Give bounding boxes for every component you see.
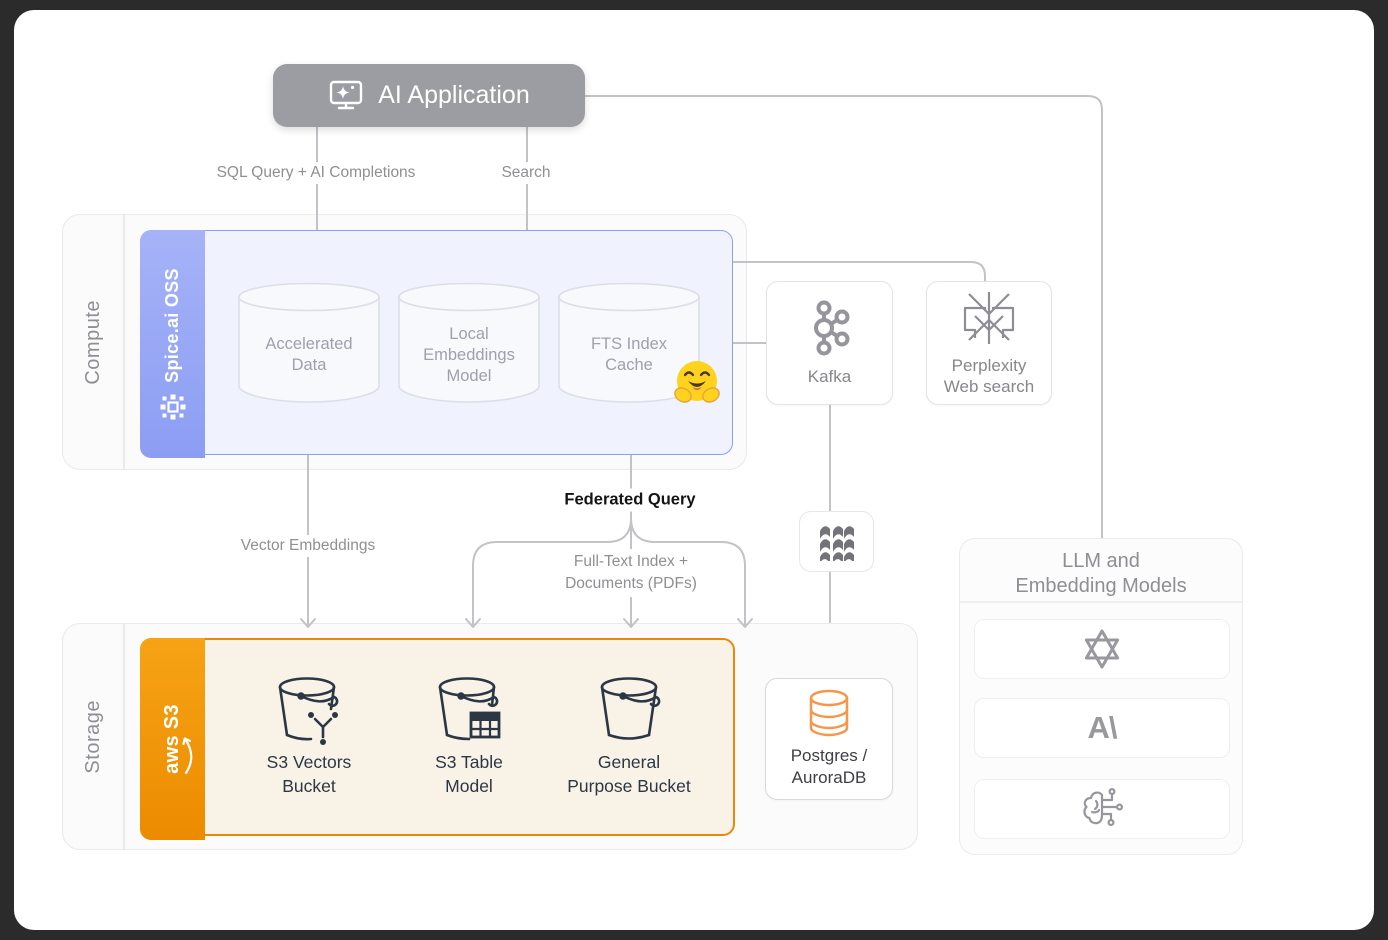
- s3-vectors-bucket-label: S3 Vectors Bucket: [267, 750, 352, 798]
- cylinder-label: Accelerated: [265, 335, 353, 353]
- wavy-tiles-node: [799, 511, 874, 572]
- llm-item-openai: [974, 619, 1230, 679]
- compute-group-label: Compute: [81, 299, 104, 385]
- edge-label-sql: SQL Query + AI Completions: [209, 162, 423, 184]
- kafka-node: Kafka: [766, 281, 893, 405]
- perplexity-label-line2: Web search: [943, 376, 1035, 396]
- bucket-label-line1: S3 Table: [435, 752, 503, 772]
- hugging-face-emoji: [674, 361, 720, 403]
- edge-label-search: Search: [494, 162, 558, 184]
- wavy-tiles-icon: [819, 525, 854, 561]
- bucket-table-icon: [438, 677, 501, 741]
- postgres-label: Postgres / AuroraDB: [791, 745, 868, 789]
- cylinder-label: Data: [291, 356, 327, 374]
- kafka-icon: [813, 300, 849, 356]
- perplexity-label-line1: Perplexity: [951, 355, 1027, 375]
- general-purpose-bucket-label: General Purpose Bucket: [567, 750, 691, 798]
- llm-panel-title: LLM and Embedding Models: [960, 549, 1242, 599]
- storage-group-label: Storage: [81, 699, 104, 774]
- edge-label-fulltext-line2: Documents (PDFs): [565, 575, 697, 592]
- aws-s3-strip: aws S3: [140, 638, 205, 840]
- edge-label-vector-embeddings: Vector Embeddings: [233, 535, 383, 557]
- spice-ai-oss-label: Spice.ai OSS: [161, 267, 182, 383]
- s3-vectors-bucket: S3 Vectors Bucket: [239, 672, 379, 798]
- postgres-node: Postgres / AuroraDB: [765, 678, 893, 800]
- ai-application-node: AI Application: [273, 64, 585, 127]
- bucket-label-line2: Model: [445, 776, 493, 796]
- edge-label-fulltext: Full-Text Index + Documents (PDFs): [558, 549, 704, 597]
- llm-title-line2: Embedding Models: [1015, 575, 1187, 597]
- bucket-label-line1: General: [597, 752, 661, 772]
- spice-strip: Spice.ai OSS: [139, 229, 205, 458]
- bucket-vectors-icon: [278, 677, 339, 745]
- cylinder-label: Cache: [605, 356, 653, 374]
- openai-icon: [1084, 629, 1120, 669]
- llm-item-other-models: [974, 779, 1230, 839]
- postgres-label-line1: Postgres /: [790, 746, 868, 765]
- cylinder-shape: [238, 282, 380, 403]
- kafka-label: Kafka: [807, 367, 852, 386]
- brain-circuit-icon: [1083, 788, 1124, 827]
- perplexity-label: Perplexity Web search: [944, 355, 1034, 397]
- llm-models-panel: LLM and Embedding Models A\: [959, 538, 1243, 855]
- bucket-icon: [600, 677, 661, 740]
- compute-label-column: Compute: [63, 215, 123, 469]
- cylinder-shape: [558, 282, 700, 403]
- llm-panel-divider: [960, 601, 1242, 603]
- postgres-db-icon: [809, 689, 849, 737]
- spice-pinwheel-icon: [159, 393, 185, 419]
- aws-smile-swoosh-icon: [182, 737, 193, 774]
- accelerated-data-cylinder: Accelerated Data: [237, 280, 381, 406]
- anthropic-icon: A\: [1087, 710, 1118, 745]
- aws-s3-label: aws S3: [161, 704, 193, 774]
- general-purpose-bucket: General Purpose Bucket: [559, 672, 699, 798]
- perplexity-icon: [963, 291, 1015, 344]
- edge-label-federated-query: Federated Query: [557, 488, 703, 512]
- aws-s3-label-text: aws S3: [161, 704, 183, 774]
- s3-table-bucket: S3 Table Model: [399, 672, 539, 798]
- cylinder-shape: [398, 282, 540, 403]
- storage-label-column: Storage: [63, 624, 123, 849]
- local-embeddings-cylinder: Local Embeddings Model: [397, 280, 541, 406]
- fts-index-cache-cylinder: FTS Index Cache: [557, 280, 701, 406]
- ai-application-label: AI Application: [378, 81, 530, 109]
- cylinder-label: FTS Index: [590, 335, 668, 353]
- perplexity-node: Perplexity Web search: [926, 281, 1052, 405]
- edge-label-fulltext-line1: Full-Text Index +: [573, 553, 689, 570]
- cylinder-label: Embeddings: [423, 345, 515, 364]
- postgres-label-line2: AuroraDB: [791, 768, 867, 787]
- bucket-label-line2: Bucket: [282, 776, 336, 796]
- llm-title-line1: LLM and: [1062, 550, 1140, 572]
- compute-divider: [123, 215, 125, 469]
- bucket-label-line2: Purpose Bucket: [567, 776, 691, 796]
- storage-divider: [123, 624, 125, 849]
- s3-table-bucket-label: S3 Table Model: [435, 750, 503, 798]
- bucket-label-line1: S3 Vectors: [266, 752, 352, 772]
- cylinder-label: Model: [446, 366, 492, 385]
- monitor-sparkle-icon: [330, 80, 363, 109]
- cylinder-label: Local: [449, 324, 489, 343]
- llm-item-anthropic: A\: [974, 698, 1230, 758]
